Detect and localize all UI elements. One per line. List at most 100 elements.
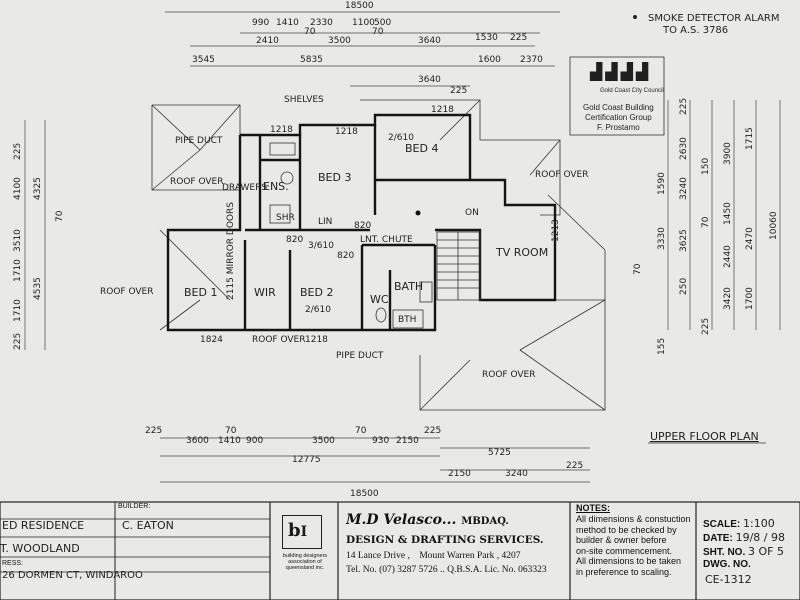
door-dim: 2/610 [305,305,331,315]
mirror-doors-label: 2115 MIRROR DOORS [226,202,236,300]
dim: 3640 [418,36,441,46]
smoke-note-line2: TO A.S. 3786 [662,25,728,36]
dim: 930 [372,436,389,446]
door-dim: 1218 [431,105,454,115]
overall-dim-top: 18500 [345,1,374,11]
firm-name-main: M.D Velasco... [346,512,457,528]
door-dim: 1218 [270,125,293,135]
shr-label: SHR [276,213,295,223]
dim: 1450 [723,202,733,225]
bth-label: BTH [398,315,416,325]
room-wc: WC [370,293,389,306]
stamp-line3: F. Prostamo [597,123,640,132]
dim: 150 [701,158,711,175]
room-bed4: BED 4 [405,142,438,155]
dim: 1710 [13,259,23,282]
room-lin: LIN [318,217,332,227]
dim: 4535 [33,277,43,300]
dim: 1410 [276,18,299,28]
dim: 2440 [723,245,733,268]
overall-dim-bottom: 18500 [350,489,379,499]
dwg-label: DWG. NO. [703,559,751,570]
smoke-detector-bullet [633,15,637,19]
firm-address: 14 Lance Drive , Mount Warren Park , 420… [346,551,521,561]
dim: 70 [701,216,711,228]
dim: 3420 [723,287,733,310]
staircase [436,231,481,301]
door-dim: 3/610 [308,241,334,251]
dim: 225 [701,318,711,335]
dim: 1710 [13,299,23,322]
door-dim: 820 [354,221,371,231]
builder-name: C. EATON [122,519,174,532]
smoke-note-line1: SMOKE DETECTOR ALARM [648,13,780,24]
dim: 1410 [218,436,241,446]
on-label: ON [465,208,479,218]
assoc-name: building designers association of queens… [282,553,328,571]
dim: 225 [13,333,23,350]
door-dim: 1218 [305,335,328,345]
dim: 3545 [192,55,215,65]
dim: 70 [633,263,643,275]
roof-lines [151,99,606,411]
date-label: DATE: [703,533,733,544]
dim: 70 [225,426,237,436]
scale-row: SCALE: 1:100 [703,517,775,530]
dim: 2370 [520,55,543,65]
walls [166,113,557,332]
dim: 1100 [352,18,375,28]
roof-over-5: ROOF OVER [252,335,305,345]
note-line: in preference to scaling. [576,566,672,577]
right-dimensions: 225 3900 1715 2630 150 1590 3240 1450 33… [633,98,781,355]
dwg-value: CE-1312 [705,573,752,586]
note-line: method to be checked by [576,524,677,535]
plan-title: UPPER FLOOR PLAN [650,430,759,443]
dim: 900 [246,436,263,446]
dim: 2150 [396,436,419,446]
title-block: ED RESIDENCE BUILDER: C. EATON T. WOODLA… [0,497,800,600]
roof-over-3: ROOF OVER [535,170,588,180]
bdaq-logo-mark: bI [288,520,308,541]
linen-chute-label: LNT. CHUTE [360,235,413,245]
pipe-duct-top: PIPE DUCT [175,136,223,146]
dim: 225 [566,461,583,471]
room-ens: ENS. [263,180,289,193]
sheet-label: SHT. NO. [703,547,746,558]
dim: 2410 [256,36,279,46]
address-label: RESS: [2,560,24,567]
dim: 1590 [657,172,667,195]
dim: 3500 [328,36,351,46]
dim: 4325 [33,177,43,200]
firm-name: M.D Velasco... MBDAQ. [346,512,509,528]
dim: 70 [55,210,65,222]
overall-dim-right: 10060 [769,211,779,240]
notes-list: All dimensions & constuction method to b… [576,514,691,577]
dim: 225 [510,33,527,43]
door-dim: 1218 [335,127,358,137]
door-dim: 820 [286,235,303,245]
dim: 3240 [679,177,689,200]
site-name: T. WOODLAND [0,542,80,555]
project-name: ED RESIDENCE [2,519,85,532]
dim: 225 [13,143,23,160]
dim: 2150 [448,469,471,479]
dim: 500 [374,18,391,28]
drawers-label: DRAWERS [222,183,267,193]
dim: 3640 [418,75,441,85]
dim: 2330 [310,18,333,28]
date-row: DATE: 19/8 / 98 [703,531,785,544]
dim: 5835 [300,55,323,65]
builder-label: BUILDER: [118,503,151,510]
room-bed2: BED 2 [300,286,333,299]
room-wir: WIR [254,286,276,299]
dim: 225 [424,426,441,436]
dim: 1700 [745,287,755,310]
note-line: builder & owner before [576,535,667,545]
stamp-council: Gold Coast City Council [600,88,664,94]
roof-over-2: ROOF OVER [100,287,153,297]
stamp-line1: Gold Coast Building [583,103,654,112]
dim: 990 [252,18,269,28]
dim: 3600 [186,436,209,446]
note-line: All dimensions to be taken [576,556,682,566]
